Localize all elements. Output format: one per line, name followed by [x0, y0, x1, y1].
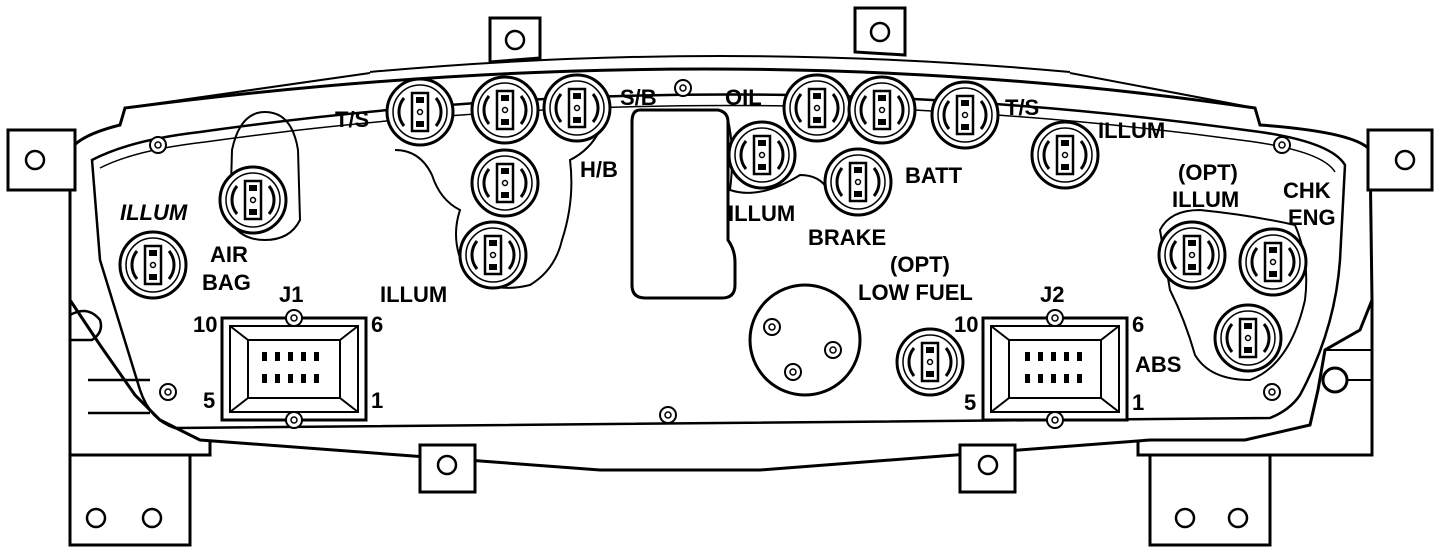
socket-low-fuel [895, 327, 965, 397]
label-j1-pin1: 1 [371, 388, 383, 413]
label-j2-pin6: 6 [1132, 312, 1144, 337]
label-brake: BRAKE [808, 225, 886, 250]
label-illum-bottom-left: ILLUM [380, 282, 447, 307]
label-j2-pin5: 5 [964, 390, 976, 415]
label-oil: OIL [725, 85, 762, 110]
label-abs: ABS [1135, 352, 1181, 377]
connector-j2 [981, 309, 1129, 429]
label-j2: J2 [1040, 282, 1064, 307]
label-hb: H/B [580, 157, 618, 182]
socket-sb [542, 73, 612, 143]
label-chk-eng-line1: CHK [1283, 178, 1331, 203]
connector-j1 [220, 309, 368, 429]
socket-chk-eng [1238, 227, 1308, 297]
label-j1: J1 [279, 282, 303, 307]
label-illum-center: ILLUM [728, 201, 795, 226]
socket-ts-left [385, 77, 455, 147]
label-illum-right: ILLUM [1098, 118, 1165, 143]
labels: T/S S/B H/B ILLUM AIR BAG ILLUM J1 10 6 … [120, 85, 1336, 415]
socket-brake [823, 147, 893, 217]
socket-hb-2 [470, 148, 540, 218]
label-j1-pin6: 6 [371, 312, 383, 337]
socket-illum-left [218, 165, 288, 235]
label-opt-low-fuel-line1: (OPT) [890, 252, 950, 277]
socket-abs [1213, 303, 1283, 373]
label-airbag-line2: BAG [202, 270, 251, 295]
socket-airbag [118, 230, 188, 300]
socket-ts-right [930, 80, 1000, 150]
socket-illum-lower-left [458, 220, 528, 290]
socket-oil [782, 73, 852, 143]
center-cutout [630, 108, 737, 300]
label-j1-pin10: 10 [193, 312, 217, 337]
speedometer-boss [748, 283, 862, 397]
label-batt: BATT [905, 163, 963, 188]
socket-opt-illum [1157, 220, 1227, 290]
socket-batt-upper [847, 75, 917, 145]
label-j2-pin1: 1 [1132, 390, 1144, 415]
label-opt-low-fuel-line2: LOW FUEL [858, 280, 973, 305]
label-j2-pin10: 10 [954, 312, 978, 337]
label-opt-illum-line2: ILLUM [1172, 187, 1239, 212]
label-ts-left: T/S [335, 107, 369, 132]
label-sb: S/B [620, 85, 657, 110]
label-ts-right: T/S [1005, 95, 1039, 120]
socket-illum-center [727, 120, 797, 190]
label-airbag-line1: AIR [210, 242, 248, 267]
label-opt-illum-line1: (OPT) [1178, 160, 1238, 185]
label-j1-pin5: 5 [203, 388, 215, 413]
socket-illum-right [1030, 120, 1100, 190]
label-chk-eng-line2: ENG [1288, 205, 1336, 230]
label-illum-left: ILLUM [120, 200, 188, 225]
socket-hb-1 [470, 75, 540, 145]
